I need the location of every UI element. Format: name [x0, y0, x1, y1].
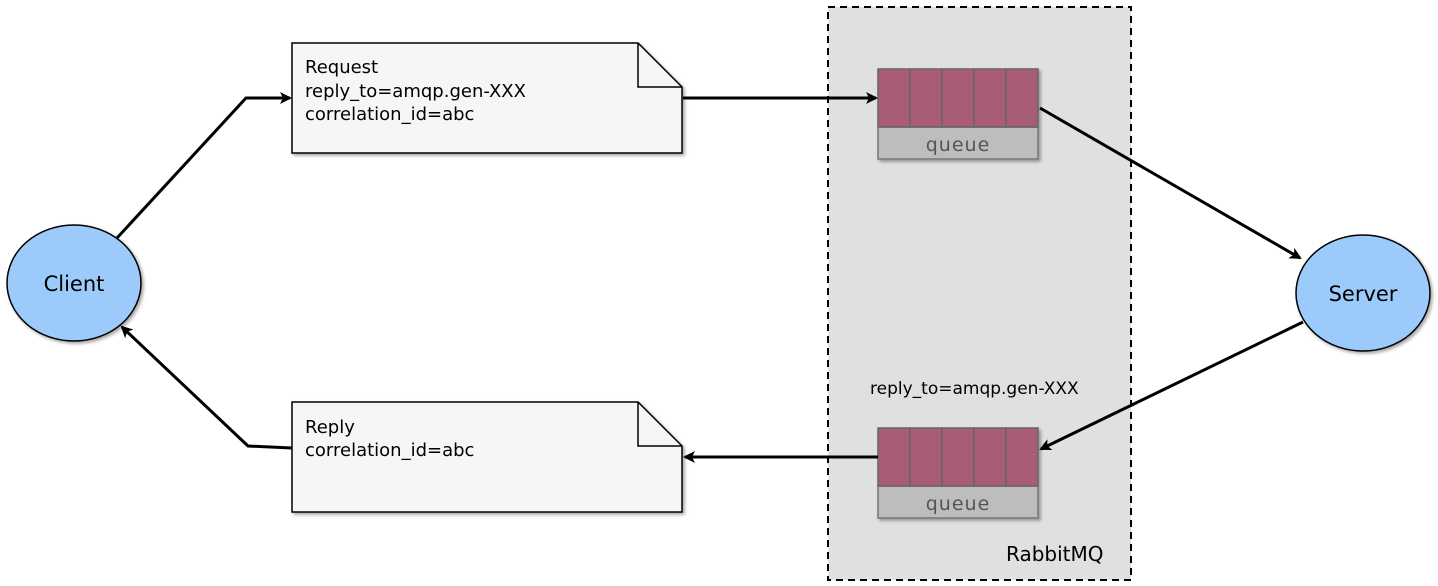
client-to-request-arrow	[115, 92, 292, 240]
request-queue-label: queue	[926, 134, 991, 156]
queue-cell	[941, 68, 975, 128]
request-queue	[877, 68, 1039, 160]
note-shape	[291, 42, 683, 154]
reply-queue	[877, 427, 1039, 519]
server-ellipse	[1295, 234, 1431, 352]
reply-message-note: Reply correlation_id=abc	[291, 401, 683, 513]
note-shape	[291, 401, 683, 513]
note-fold	[637, 402, 682, 447]
queue-cell	[1005, 68, 1039, 128]
request-message-note: Request reply_to=amqp.gen-XXX correlatio…	[291, 42, 683, 154]
queue-cell	[909, 427, 943, 487]
server-node: Server	[1295, 234, 1431, 352]
client-node: Client	[6, 224, 142, 342]
note-line: correlation_id=abc	[305, 440, 474, 461]
note-line: correlation_id=abc	[305, 104, 474, 125]
queue-cell	[1005, 427, 1039, 487]
broker-label: RabbitMQ	[1006, 542, 1104, 566]
queue-cell	[909, 68, 943, 128]
reply-to-client-arrow	[120, 325, 293, 450]
note-line: Request	[305, 57, 378, 78]
queue-cell	[973, 427, 1007, 487]
queue-cell	[877, 68, 911, 128]
queue-to-server-arrow	[1039, 106, 1302, 260]
note-line: Reply	[305, 417, 355, 438]
reply-queue-name-label: reply_to=amqp.gen-XXX	[870, 379, 1079, 399]
queue-label-box	[877, 126, 1039, 160]
queue-cell	[941, 427, 975, 487]
client-ellipse	[6, 224, 142, 342]
client-label: Client	[44, 272, 105, 296]
queue-cell	[973, 68, 1007, 128]
server-label: Server	[1329, 282, 1398, 306]
server-to-reply-queue-arrow	[1039, 320, 1304, 451]
queue-cell	[877, 427, 911, 487]
note-line: reply_to=amqp.gen-XXX	[305, 81, 526, 102]
note-fold	[637, 43, 682, 88]
reply-queue-label: queue	[926, 493, 991, 515]
